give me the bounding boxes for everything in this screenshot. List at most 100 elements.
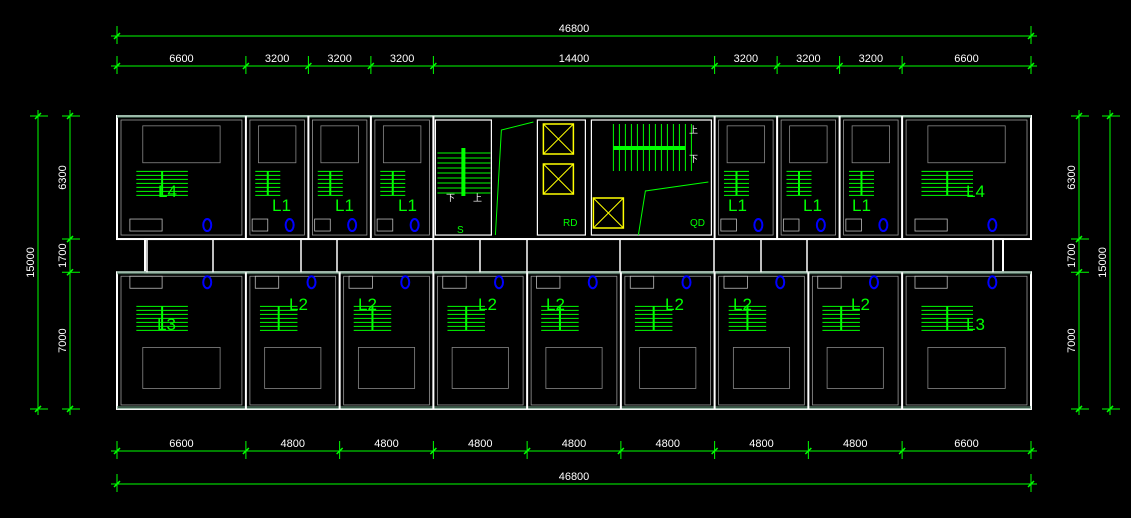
window-strip xyxy=(117,405,1031,409)
top-segment-dimension-tick xyxy=(429,62,437,70)
left-total-dimension-tick xyxy=(34,112,42,120)
left-segment-dimension-label: 6300 xyxy=(57,165,69,189)
elevator-cross xyxy=(593,197,624,229)
shaft-line xyxy=(494,121,534,236)
top-segment-dimension-tick xyxy=(1027,62,1035,70)
right-segment-dimension-label: 7000 xyxy=(1066,328,1078,352)
north-unit-toilet-icon xyxy=(409,218,420,233)
unit-label: L2 xyxy=(358,295,377,314)
top-segment-dimension-label: 14400 xyxy=(559,53,590,65)
room-label-qd: QD xyxy=(690,218,705,229)
north-unit-stair-icon xyxy=(723,170,749,196)
south-unit-bed xyxy=(639,347,697,389)
north-unit-room xyxy=(780,119,837,236)
shaft-line xyxy=(637,181,709,236)
top-total-dimension-tick xyxy=(1027,32,1035,40)
south-unit-stair-icon xyxy=(353,305,392,331)
left-total-dimension-tick xyxy=(34,405,42,413)
top-segment-dimension-tick xyxy=(304,62,312,70)
north-unit-bed xyxy=(142,125,221,164)
north-unit-toilet-icon xyxy=(815,218,826,233)
bottom-segment-dimension-label: 4800 xyxy=(374,438,398,450)
left-segment-dimension-tick xyxy=(66,235,74,243)
elevator-cross xyxy=(543,123,574,155)
south-unit-bathtub xyxy=(348,275,373,289)
north-unit-toilet-icon xyxy=(347,218,358,233)
elevator-shaft-block xyxy=(536,119,586,236)
bottom-segment-dimension-tick xyxy=(429,447,437,455)
south-unit-bathtub xyxy=(629,275,655,289)
north-unit-room xyxy=(905,119,1028,236)
south-unit-bed xyxy=(142,347,221,389)
south-unit-stair-icon xyxy=(447,305,485,331)
bottom-segment-dimension-label: 4800 xyxy=(281,438,305,450)
stair-rail xyxy=(461,148,466,196)
stair-up-label: 上 xyxy=(473,193,482,204)
south-unit-stair-icon xyxy=(728,305,767,331)
right-total-dimension-tick xyxy=(1106,405,1114,413)
north-unit-toilet-icon xyxy=(284,218,295,233)
left-segment-dimension-tick xyxy=(66,405,74,413)
north-unit-bed xyxy=(789,125,828,164)
north-unit-bathtub xyxy=(251,218,269,232)
top-segment-dimension-label: 6600 xyxy=(169,53,193,65)
south-unit-bathtub xyxy=(817,275,842,289)
south-unit-room xyxy=(530,275,618,406)
top-segment-dimension-label: 3200 xyxy=(390,53,414,65)
south-unit-room xyxy=(718,275,805,406)
top-segment-dimension-tick xyxy=(898,62,906,70)
south-unit-stair-icon xyxy=(822,305,860,331)
south-unit-room xyxy=(905,275,1028,406)
north-unit-bed xyxy=(726,125,766,164)
south-unit-bed xyxy=(545,347,603,389)
north-unit-stair-icon xyxy=(136,170,188,196)
right-segment-dimension-tick xyxy=(1075,112,1083,120)
right-total-dimension-tick xyxy=(1106,112,1114,120)
north-unit-bed xyxy=(320,125,359,164)
south-unit-room xyxy=(624,275,712,406)
south-unit-room xyxy=(120,275,243,406)
bottom-segment-dimension-tick xyxy=(242,447,250,455)
bottom-segment-dimension-tick xyxy=(898,447,906,455)
fixtures-layer xyxy=(129,121,998,331)
elevator-car-icon xyxy=(542,123,575,155)
right-segment-dimension-tick xyxy=(1075,268,1083,276)
south-unit-toilet-icon xyxy=(681,275,692,290)
room-label-rd: RD xyxy=(563,218,577,229)
north-unit-bathtub xyxy=(914,218,948,232)
north-unit-room xyxy=(249,119,305,236)
south-unit-bed xyxy=(451,347,509,389)
north-unit-room xyxy=(374,119,430,236)
south-unit-toilet-icon xyxy=(868,275,879,290)
bottom-segment-dimension-label: 6600 xyxy=(954,438,978,450)
top-segment-dimension-tick xyxy=(367,62,375,70)
south-unit-bed xyxy=(357,347,416,389)
north-unit-bed xyxy=(382,125,422,164)
unit-label: L1 xyxy=(852,196,871,215)
south-unit-room xyxy=(343,275,430,406)
south-unit-toilet-icon xyxy=(587,275,598,290)
south-unit-toilet-icon xyxy=(987,275,998,290)
bottom-segment-dimension-label: 4800 xyxy=(749,438,773,450)
south-unit-toilet-icon xyxy=(494,275,505,290)
window-strip xyxy=(117,271,1031,275)
right-segment-dimension-tick xyxy=(1075,235,1083,243)
top-segment-dimension-label: 3200 xyxy=(265,53,289,65)
top-segment-dimension-label: 3200 xyxy=(327,53,351,65)
south-unit-bathtub xyxy=(914,275,948,289)
unit-label: L2 xyxy=(851,295,870,314)
unit-label: L1 xyxy=(398,196,417,215)
north-unit-toilet-icon xyxy=(753,218,764,233)
elevator-car-icon xyxy=(542,163,575,195)
south-unit-bed xyxy=(732,347,791,389)
north-unit-bathtub xyxy=(720,218,737,232)
south-unit-room xyxy=(436,275,524,406)
north-unit-bathtub xyxy=(782,218,800,232)
unit-label: L2 xyxy=(478,295,497,314)
unit-label: L1 xyxy=(728,196,747,215)
north-unit-stair-icon xyxy=(317,170,343,196)
left-segment-dimension-label: 7000 xyxy=(57,328,69,352)
walls-layer xyxy=(116,115,1032,410)
top-total-dimension-label: 46800 xyxy=(559,23,590,35)
